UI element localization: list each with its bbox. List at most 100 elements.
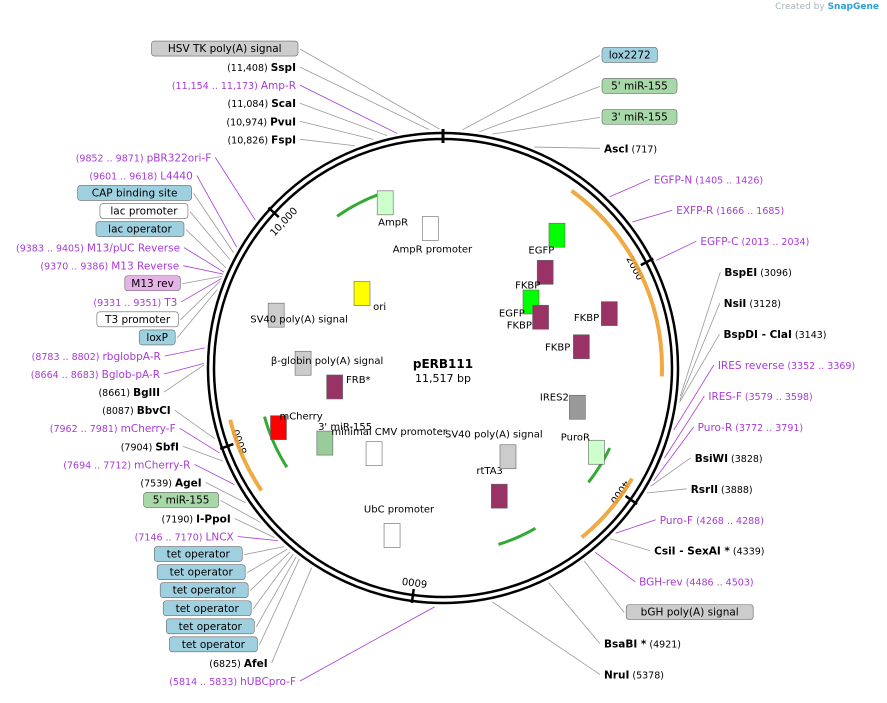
primer-name: Bglob-pA-R xyxy=(102,369,160,381)
feature-block xyxy=(601,301,618,326)
primer-coord: (4486 .. 4503) xyxy=(683,578,754,589)
primer-coord: (9852 .. 9871) xyxy=(76,153,147,164)
leader-line xyxy=(163,364,205,393)
enzyme-label: (7904) SbfI xyxy=(121,441,179,453)
leader-line xyxy=(183,265,224,275)
leader-line xyxy=(646,488,687,494)
enzyme-label: NruI (5378) xyxy=(604,670,664,682)
leader-line xyxy=(214,157,256,221)
enzyme-name: NsiI xyxy=(724,298,747,310)
enzyme-name: BglII xyxy=(133,387,160,399)
primer-coord: (8664 .. 8683) xyxy=(31,370,102,381)
leader-line xyxy=(679,302,721,401)
enzyme-name: I-PpoI xyxy=(196,513,231,525)
primer-label: (5814 .. 5833) hUBCpro-F xyxy=(169,676,296,688)
leader-line xyxy=(632,209,673,223)
leader-line xyxy=(594,552,636,582)
primer-label: (9383 .. 9405) M13/pUC Reverse xyxy=(16,243,180,255)
enzyme-label: BsiWI (3828) xyxy=(695,453,763,465)
enzyme-label: RsrII (3888) xyxy=(691,484,753,496)
enzyme-coord: (3143) xyxy=(792,330,827,341)
feature-label: SV40 poly(A) signal xyxy=(445,429,543,440)
primer-name: hUBCpro-F xyxy=(240,676,296,688)
feature-label: SV40 poly(A) signal xyxy=(250,314,348,325)
enzyme-name: ScaI xyxy=(271,98,296,110)
primer-name: M13 Reverse xyxy=(111,261,179,273)
feature-box xyxy=(162,600,252,617)
primer-name: L4440 xyxy=(160,170,193,182)
tick-mark xyxy=(640,257,654,267)
box-label: lac operator xyxy=(108,224,172,236)
center-layer: pERB111 11,517 bp xyxy=(413,357,473,385)
feature-block xyxy=(532,304,549,330)
leader-line xyxy=(673,364,715,431)
feature-label: rtTA3 xyxy=(476,466,503,477)
feature-box xyxy=(77,185,192,201)
credit-prefix: Created by xyxy=(775,2,825,12)
feature-block xyxy=(383,523,401,548)
box-label: lox2272 xyxy=(609,49,651,61)
box-label: CAP binding site xyxy=(92,187,178,199)
box-label: tet operator xyxy=(176,603,240,615)
enzyme-name: RsrII xyxy=(691,484,718,496)
feature-label: ori xyxy=(373,302,386,313)
feature-label: mCherry xyxy=(279,411,322,422)
feature-box xyxy=(165,618,255,635)
leader-line xyxy=(193,193,234,253)
green-feature-arc xyxy=(263,416,289,469)
leader-line xyxy=(196,175,238,248)
primer-name: BGH-rev xyxy=(639,577,683,589)
feature-box xyxy=(601,109,678,125)
primer-label: (9331 .. 9351) T3 xyxy=(93,297,177,309)
leader-line xyxy=(163,363,205,375)
feature-block xyxy=(490,483,508,509)
enzyme-coord: (4921) xyxy=(646,640,681,651)
feature-label: AmpR xyxy=(378,217,408,228)
leader-line xyxy=(656,240,697,261)
leader-line xyxy=(299,138,356,147)
leader-line xyxy=(244,546,285,555)
feature-label: 3' miR-155 xyxy=(318,422,372,433)
feature-label: FKBP xyxy=(574,313,599,324)
feature-label: FKBP xyxy=(507,320,532,331)
feature-label: AmpR promoter xyxy=(393,244,473,255)
enzyme-name: BspDI - ClaI xyxy=(724,329,792,341)
leader-line xyxy=(299,84,398,134)
primer-label: (8664 .. 8683) Bglob-pA-R xyxy=(31,369,160,381)
primer-label: (7694 .. 7712) mCherry-R xyxy=(63,459,190,471)
leader-line xyxy=(179,427,220,454)
feature-box xyxy=(169,636,258,653)
leader-line xyxy=(664,395,705,459)
primer-label: Puro-F (4268 .. 4288) xyxy=(660,515,764,527)
leader-line xyxy=(189,211,231,260)
leader-line xyxy=(180,280,221,321)
feature-block xyxy=(326,374,343,400)
tick-mark xyxy=(267,206,280,219)
leader-line xyxy=(653,426,694,482)
primer-name: IRES reverse xyxy=(718,360,785,372)
leader-line xyxy=(234,518,275,539)
enzyme-label: (11,408) SspI xyxy=(227,62,296,74)
feature-label: UbC promoter xyxy=(364,504,435,515)
leader-line xyxy=(679,272,721,397)
primer-name: rbglobpA-R xyxy=(102,351,160,363)
primer-coord: (8783 .. 8802) xyxy=(32,352,103,363)
primer-name: Puro-R xyxy=(698,422,733,434)
leader-line xyxy=(548,582,601,644)
feature-label: FKBP xyxy=(515,281,540,292)
enzyme-coord: (10,974) xyxy=(226,117,270,128)
leader-line xyxy=(194,463,235,486)
leader-line xyxy=(679,333,720,403)
primer-label: (9370 .. 9386) M13 Reverse xyxy=(40,261,179,273)
feature-block xyxy=(421,216,439,241)
enzyme-coord: (7190) xyxy=(162,514,197,525)
primer-coord: (3579 .. 3598) xyxy=(742,392,813,403)
feature-box xyxy=(99,203,189,219)
feature-label: β-globin poly(A) signal xyxy=(271,356,383,367)
primer-name: EGFP-N xyxy=(654,174,693,186)
plasmid-length: 11,517 bp xyxy=(415,372,471,385)
primer-label: (9601 .. 9618) L4440 xyxy=(89,170,192,182)
feature-block xyxy=(316,430,334,456)
